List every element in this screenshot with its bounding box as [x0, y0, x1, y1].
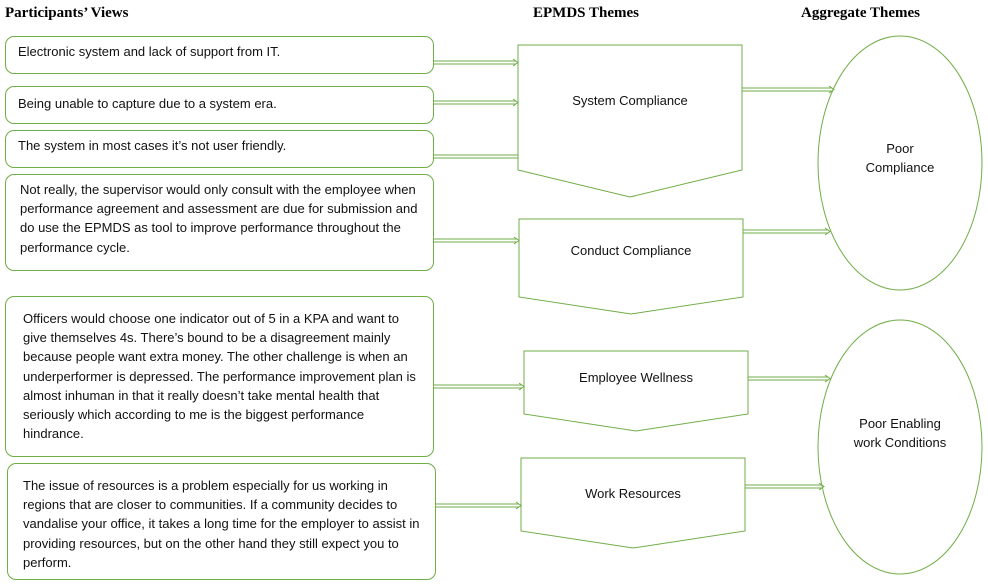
theme-label-conduct-compliance: Conduct Compliance — [570, 243, 692, 258]
participant-view-5: Officers would choose one indicator out … — [5, 296, 434, 457]
theme-shape-system-compliance — [517, 44, 743, 198]
connector-arrows — [433, 58, 835, 510]
arrow-system-poor-compliance — [742, 85, 835, 94]
participant-view-1: Electronic system and lack of support fr… — [5, 36, 434, 74]
arrow-view3-system — [434, 154, 518, 159]
header-participants-views: Participants’ Views — [5, 5, 129, 21]
theme-shape-work-resources — [520, 457, 746, 549]
theme-label-system-compliance: System Compliance — [572, 93, 688, 108]
participant-view-3: The system in most cases it’s not user f… — [5, 130, 434, 168]
header-aggregate-themes: Aggregate Themes — [801, 5, 921, 21]
arrow-view2-system — [433, 98, 519, 107]
theme-shape-conduct-compliance — [518, 218, 744, 315]
arrow-view4-conduct — [433, 236, 520, 245]
arrow-view6-resources — [435, 501, 522, 510]
aggregate-ellipse-poor-compliance — [817, 35, 983, 291]
arrow-view5-wellness — [433, 382, 525, 391]
theme-shape-employee-wellness — [523, 350, 749, 432]
aggregate-ellipse-poor-enabling — [817, 319, 983, 575]
aggregate-label-poor-compliance: Poor Compliance — [865, 141, 935, 175]
header-epmds-themes: EPMDS Themes — [533, 5, 639, 21]
participant-view-2: Being unable to capture due to a system … — [5, 86, 434, 124]
participant-view-6: The issue of resources is a problem espe… — [7, 463, 436, 580]
arrow-conduct-poor-compliance — [743, 227, 831, 236]
theme-label-work-resources: Work Resources — [585, 486, 681, 501]
theme-label-employee-wellness: Employee Wellness — [579, 370, 693, 385]
arrow-resources-poor-enabling — [745, 482, 825, 491]
participant-view-4: Not really, the supervisor would only co… — [5, 174, 434, 271]
arrow-wellness-poor-enabling — [748, 374, 831, 383]
aggregate-label-poor-enabling: Poor Enabling work Conditions — [853, 416, 947, 450]
arrow-view1-system — [433, 58, 519, 67]
